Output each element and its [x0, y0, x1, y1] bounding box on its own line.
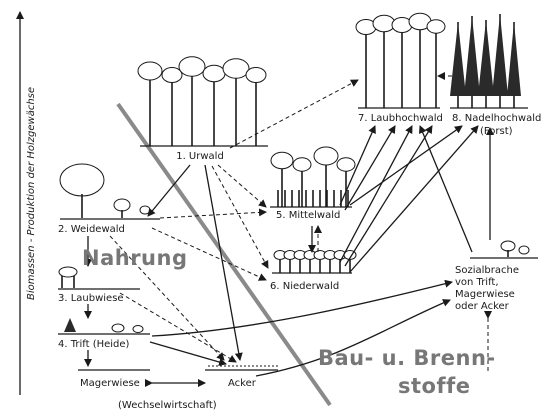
sozialbrache-line3: Magerwiese	[455, 289, 515, 300]
node-trift: 4. Trift (Heide)	[58, 339, 130, 350]
sozialbrache-line2: von Trift,	[455, 277, 499, 288]
trift-illustration	[58, 318, 150, 334]
overlay-bau-line1: Bau- u. Brenn-	[318, 346, 496, 370]
biomass-axis: Biomassen - Produktion der Holzgewächse	[20, 12, 37, 395]
acker-field	[205, 366, 278, 370]
overlay-bau-line2: stoffe	[398, 374, 470, 398]
urwald-illustration	[138, 57, 268, 146]
node-magerwiese: Magerwiese	[80, 378, 140, 389]
laubhochwald-illustration	[356, 13, 445, 108]
overlay-nahrung: Nahrung	[82, 246, 188, 270]
node-mittelwald: 5. Mittelwald	[276, 210, 340, 221]
axis-label: Biomassen - Produktion der Holzgewächse	[26, 87, 37, 300]
mittelwald-illustration	[270, 147, 355, 207]
node-laubhochwald: 7. Laubhochwald	[358, 113, 443, 124]
node-niederwald: 6. Niederwald	[270, 281, 339, 292]
laubwiese-illustration	[58, 267, 140, 289]
node-nadelhochwald: 8. Nadelhochwald	[452, 113, 541, 124]
wechselwirtschaft-label: (Wechselwirtschaft)	[118, 400, 217, 411]
weidewald-illustration	[60, 164, 160, 219]
sozialbrache-line1: Sozialbrache	[455, 265, 519, 276]
nadelhochwald-illustration	[450, 14, 528, 108]
sozialbrache-illustration	[470, 241, 538, 258]
sozialbrache-line4: oder Acker	[455, 301, 510, 312]
node-laubwiese: 3. Laubwiese	[58, 293, 124, 304]
niederwald-illustration	[272, 251, 356, 274]
node-acker: Acker	[228, 378, 257, 389]
node-weidewald: 2. Weidewald	[58, 224, 125, 235]
forst-label: (Forst)	[480, 126, 513, 137]
node-urwald: 1. Urwald	[176, 151, 224, 162]
